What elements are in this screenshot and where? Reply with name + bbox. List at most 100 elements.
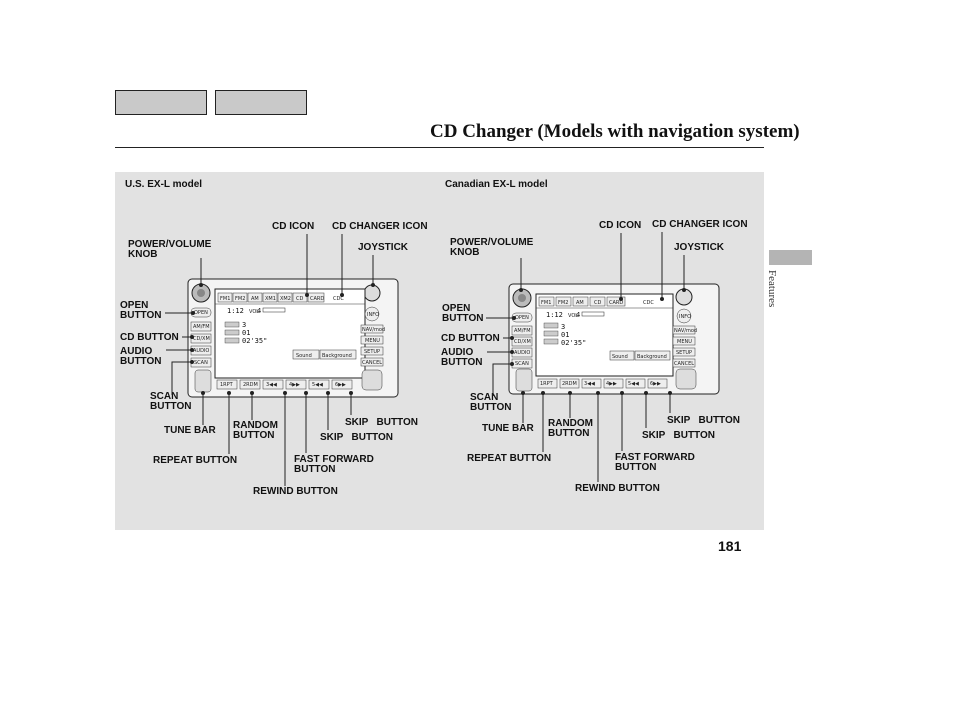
- nav-tab-1[interactable]: [115, 90, 207, 115]
- svg-text:1RPT: 1RPT: [220, 382, 234, 388]
- label-fast-forward-button: FAST FORWARD BUTTON: [615, 452, 695, 473]
- label-audio-button: AUDIO BUTTON: [441, 347, 483, 368]
- nav-button[interactable]: [360, 324, 384, 334]
- random-button[interactable]: [239, 379, 261, 390]
- label-tune-bar: TUNE BAR: [482, 423, 534, 434]
- source-tab: CARD: [609, 300, 623, 306]
- cancel-button[interactable]: [360, 357, 384, 367]
- skip-forward-button[interactable]: [331, 379, 353, 390]
- joystick[interactable]: [675, 368, 697, 390]
- menu-button[interactable]: [360, 335, 384, 345]
- repeat-button[interactable]: [216, 379, 238, 390]
- cd-button[interactable]: [511, 336, 533, 347]
- tune-bar[interactable]: [194, 369, 212, 393]
- model-heading-us: U.S. EX-L model: [125, 179, 203, 190]
- disc-number: 3: [242, 321, 246, 329]
- label-skip-button-2: SKIP BUTTON: [320, 432, 393, 443]
- section-label: Features: [766, 270, 778, 308]
- svg-text:3◀◀: 3◀◀: [266, 382, 277, 388]
- svg-text:6▶▶: 6▶▶: [335, 382, 346, 388]
- elapsed-time: 02'35": [561, 339, 586, 347]
- background-button-label: Background: [637, 354, 667, 360]
- volume-value: 4: [576, 311, 580, 319]
- preset-buttons: 1RPT 2RDM 3◀◀ 4▶▶ 5◀◀ 6▶▶: [537, 378, 668, 389]
- source-tab: XM2: [280, 296, 291, 302]
- title-rule: [115, 147, 764, 148]
- background-button[interactable]: [634, 350, 671, 361]
- preset-buttons: 1RPT 2RDM 3◀◀ 4▶▶ 5◀◀ 6▶▶: [216, 379, 353, 390]
- sound-button-label: Sound: [612, 354, 628, 360]
- sound-button[interactable]: [292, 349, 320, 360]
- svg-text:SETUP: SETUP: [364, 349, 380, 355]
- nav-tab-2[interactable]: [215, 90, 307, 115]
- label-fast-forward-button: FAST FORWARD BUTTON: [294, 454, 374, 475]
- label-cd-button: CD BUTTON: [441, 333, 500, 344]
- cd-icon: CD: [296, 296, 303, 302]
- rewind-button[interactable]: [262, 379, 284, 390]
- background-button[interactable]: [319, 349, 357, 360]
- repeat-button[interactable]: [537, 378, 558, 389]
- section-tab[interactable]: [769, 250, 812, 265]
- label-random-button: RANDOM BUTTON: [548, 418, 593, 439]
- svg-text:CD/XM: CD/XM: [514, 339, 531, 345]
- vol-label: VOL: [249, 309, 259, 315]
- skip-forward-button[interactable]: [647, 378, 668, 389]
- svg-text:CANCEL: CANCEL: [674, 361, 694, 367]
- svg-text:AUDIO: AUDIO: [514, 350, 530, 356]
- label-repeat-button: REPEAT BUTTON: [153, 455, 238, 466]
- svg-text:AUDIO: AUDIO: [193, 348, 209, 354]
- svg-text:AM/FM: AM/FM: [193, 324, 210, 330]
- clock: 1:12: [227, 307, 244, 315]
- source-tab: FM2: [558, 300, 568, 306]
- source-tab: FM2: [235, 296, 245, 302]
- source-tab: FM1: [541, 300, 551, 306]
- label-random-button: RANDOM BUTTON: [233, 420, 278, 441]
- menu-button[interactable]: [672, 336, 696, 346]
- cd-changer-icon: CDC: [643, 300, 654, 306]
- svg-text:AM/FM: AM/FM: [514, 328, 531, 334]
- tune-bar[interactable]: [515, 368, 533, 392]
- svg-text:2RDM: 2RDM: [562, 381, 577, 387]
- label-joystick: JOYSTICK: [674, 242, 725, 253]
- label-rewind-button: REWIND BUTTON: [575, 483, 660, 494]
- svg-text:4▶▶: 4▶▶: [606, 381, 617, 387]
- label-repeat-button: REPEAT BUTTON: [467, 453, 552, 464]
- label-scan-button: SCAN BUTTON: [470, 392, 512, 413]
- joystick-top[interactable]: [675, 288, 693, 306]
- vol-label: VOL: [568, 313, 578, 319]
- setup-button[interactable]: [672, 347, 696, 357]
- page-title: CD Changer (Models with navigation syste…: [430, 121, 800, 142]
- info-button[interactable]: [364, 306, 380, 322]
- label-cd-button: CD BUTTON: [120, 332, 179, 343]
- skip-back-button[interactable]: [625, 378, 646, 389]
- right-button-column: INFO NAV/mod MENU SETUP CANCEL: [360, 306, 385, 367]
- label-power-volume-knob: POWER/VOLUME KNOB: [450, 237, 534, 258]
- am-fm-button[interactable]: [511, 325, 533, 336]
- setup-button[interactable]: [360, 346, 384, 356]
- svg-text:SCAN: SCAN: [194, 360, 208, 366]
- skip-back-button[interactable]: [308, 379, 330, 390]
- svg-text:INFO: INFO: [367, 312, 379, 318]
- label-skip-button-1: SKIP BUTTON: [667, 415, 740, 426]
- label-scan-button: SCAN BUTTON: [150, 391, 192, 412]
- nav-button[interactable]: [672, 325, 696, 335]
- svg-text:1RPT: 1RPT: [540, 381, 554, 387]
- svg-text:SETUP: SETUP: [676, 350, 692, 356]
- label-tune-bar: TUNE BAR: [164, 425, 216, 436]
- random-button[interactable]: [559, 378, 580, 389]
- source-tab: AM: [251, 296, 259, 302]
- sound-button[interactable]: [609, 350, 635, 361]
- joystick-top[interactable]: [363, 284, 381, 302]
- rewind-button[interactable]: [581, 378, 602, 389]
- am-fm-button[interactable]: [190, 321, 212, 332]
- track-number: 01: [242, 329, 250, 337]
- joystick[interactable]: [361, 369, 383, 391]
- fast-forward-button[interactable]: [603, 378, 624, 389]
- page-number: 181: [718, 538, 742, 554]
- fast-forward-button[interactable]: [285, 379, 307, 390]
- cancel-button[interactable]: [672, 358, 696, 368]
- label-open-button: OPEN BUTTON: [120, 300, 162, 321]
- info-button[interactable]: [676, 308, 692, 324]
- svg-text:MENU: MENU: [677, 339, 692, 345]
- label-open-button: OPEN BUTTON: [442, 303, 484, 324]
